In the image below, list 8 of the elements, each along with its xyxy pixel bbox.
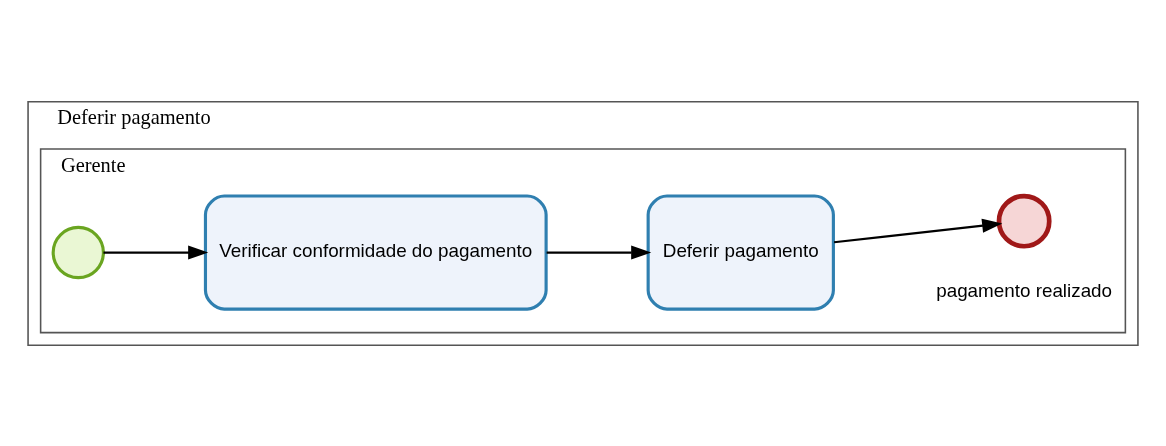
node-box: Deferir pagamento [646, 193, 835, 311]
arrow [833, 218, 1003, 243]
node-label: pagamento realizado [936, 279, 1113, 301]
node-circle [51, 225, 105, 279]
node-box: Verificar conformidade do pagamento [203, 193, 548, 311]
arrow [546, 245, 652, 260]
arrow [103, 245, 209, 260]
node-circle [996, 193, 1052, 249]
